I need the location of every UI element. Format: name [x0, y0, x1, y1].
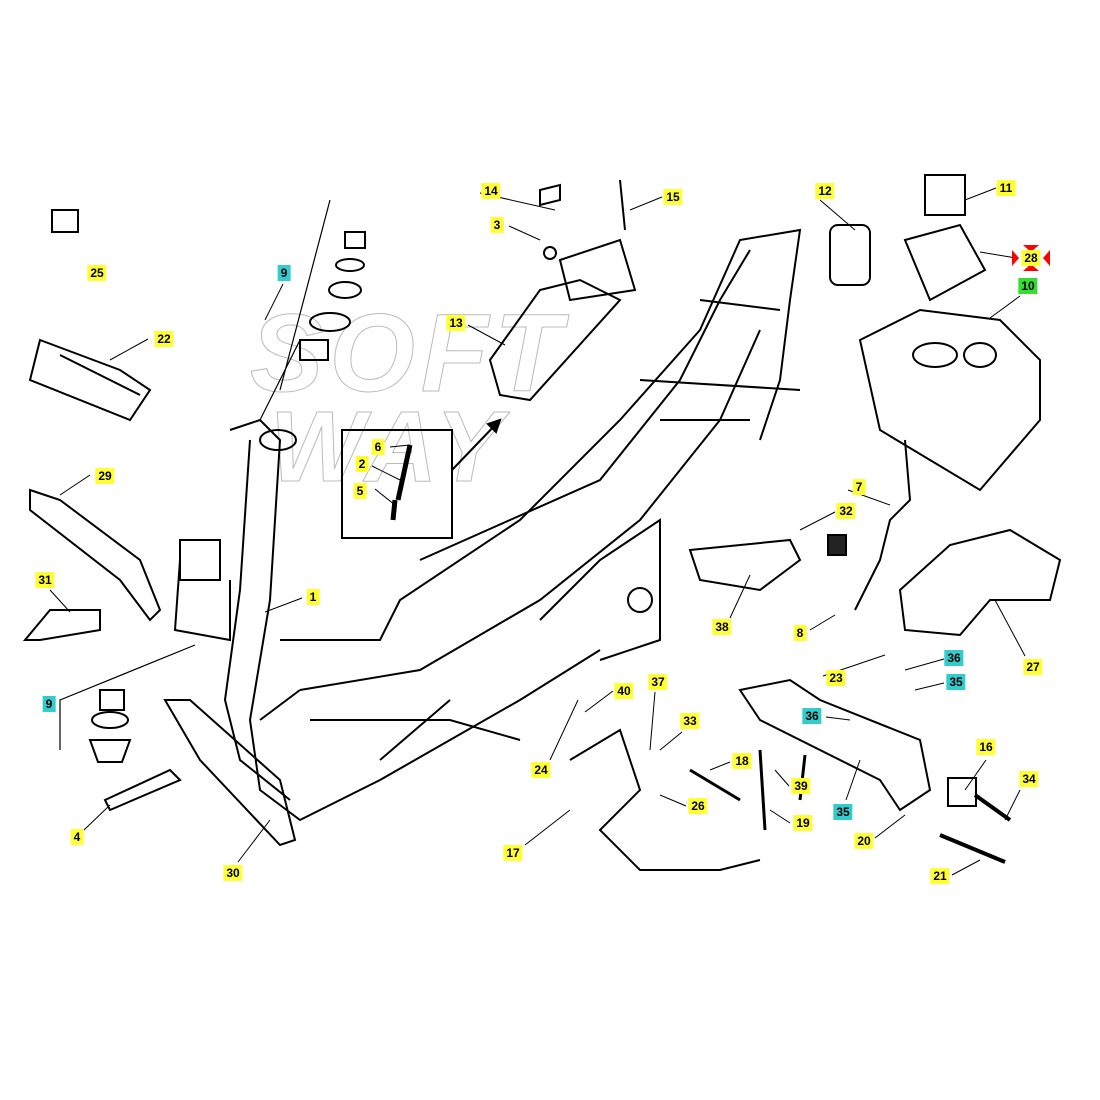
- callout-23[interactable]: 23: [826, 670, 846, 686]
- watermark-logo-2: WAY: [269, 391, 509, 504]
- callout-6[interactable]: 6: [371, 439, 385, 455]
- callout-18[interactable]: 18: [732, 753, 752, 769]
- callout-33[interactable]: 33: [680, 713, 700, 729]
- callout-13[interactable]: 13: [446, 315, 466, 331]
- callout-25[interactable]: 25: [87, 265, 107, 281]
- callout-28[interactable]: 28: [1021, 250, 1041, 266]
- callout-24[interactable]: 24: [531, 762, 551, 778]
- callout-9[interactable]: 9: [277, 265, 291, 281]
- callout-14[interactable]: 14: [481, 183, 501, 199]
- callout-34[interactable]: 34: [1019, 771, 1039, 787]
- callout-38[interactable]: 38: [712, 619, 732, 635]
- callout-8[interactable]: 8: [793, 625, 807, 641]
- callout-40[interactable]: 40: [614, 683, 634, 699]
- callout-35-lower[interactable]: 35: [833, 804, 853, 820]
- callout-1[interactable]: 1: [306, 589, 320, 605]
- callout-3[interactable]: 3: [490, 217, 504, 233]
- callout-22[interactable]: 22: [154, 331, 174, 347]
- callout-36[interactable]: 36: [944, 650, 964, 666]
- reservoir-part: [488, 278, 622, 402]
- callout-16[interactable]: 16: [976, 739, 996, 755]
- watermark-logo: SOFT: [249, 292, 568, 416]
- callout-17[interactable]: 17: [503, 845, 523, 861]
- callout-4[interactable]: 4: [70, 829, 84, 845]
- detail-inset-box: [341, 429, 453, 539]
- callout-12[interactable]: 12: [815, 183, 835, 199]
- callout-32[interactable]: 32: [836, 503, 856, 519]
- callout-39[interactable]: 39: [791, 778, 811, 794]
- callout-36-lower[interactable]: 36: [802, 708, 822, 724]
- fuel-sender-part: [829, 224, 871, 286]
- callout-37[interactable]: 37: [648, 674, 668, 690]
- callout-29[interactable]: 29: [95, 468, 115, 484]
- callout-7[interactable]: 7: [852, 479, 866, 495]
- callout-2[interactable]: 2: [355, 456, 369, 472]
- callout-30[interactable]: 30: [223, 865, 243, 881]
- callout-5[interactable]: 5: [353, 483, 367, 499]
- fuel-tank-part: [858, 308, 1041, 492]
- callout-15[interactable]: 15: [663, 189, 683, 205]
- frame-part: [173, 228, 802, 822]
- callout-31[interactable]: 31: [35, 572, 55, 588]
- callout-10[interactable]: 10: [1018, 278, 1038, 294]
- callout-35[interactable]: 35: [946, 674, 966, 690]
- callout-26[interactable]: 26: [688, 798, 708, 814]
- callout-21[interactable]: 21: [930, 868, 950, 884]
- callout-9-lower[interactable]: 9: [42, 696, 56, 712]
- callout-27[interactable]: 27: [1023, 659, 1043, 675]
- callout-19[interactable]: 19: [793, 815, 813, 831]
- highlight-marker-28: [1012, 245, 1050, 271]
- callout-11[interactable]: 11: [996, 180, 1016, 196]
- callout-20[interactable]: 20: [854, 833, 874, 849]
